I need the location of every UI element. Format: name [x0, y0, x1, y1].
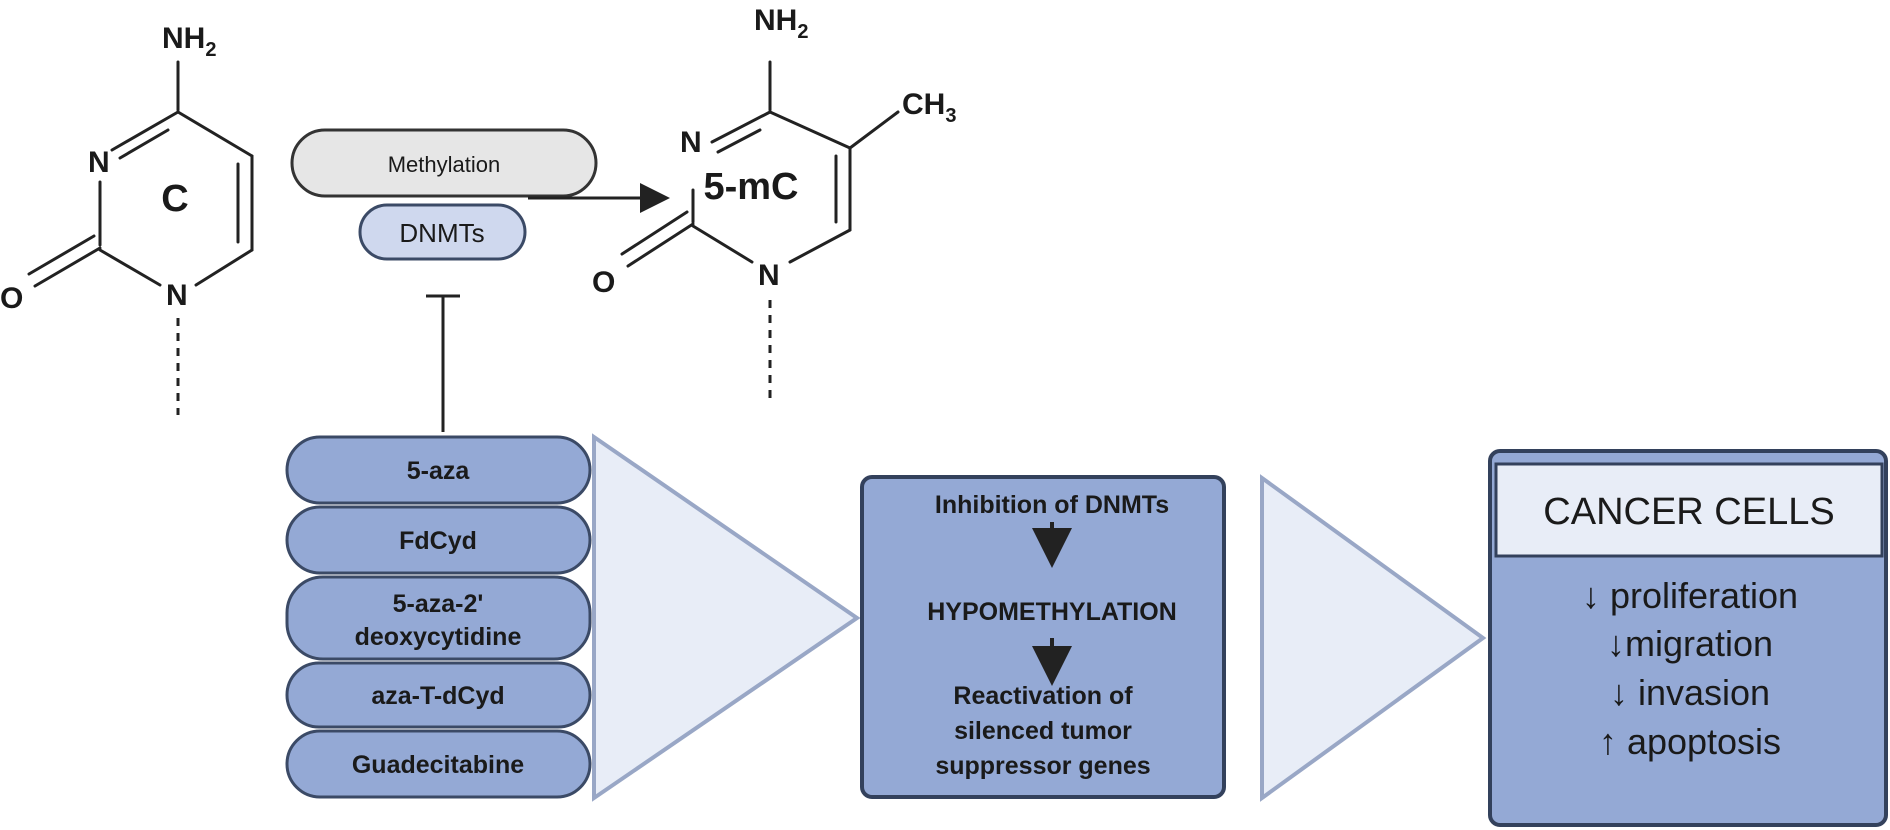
outcome-effect-invasion: ↓ invasion: [1610, 672, 1770, 713]
methylcytosine-n3-label: N: [680, 126, 702, 159]
cytosine-structure: NH2 N N O C: [0, 22, 254, 415]
mechanism-box: [860, 475, 1226, 799]
mechanism-panel: Inhibition of DNMTs HYPOMETHYLATION Reac…: [860, 475, 1226, 799]
methylcytosine-oxygen-label: O: [592, 266, 615, 299]
drug-label-5-aza-2: 5-aza-2': [393, 590, 484, 618]
flow-arrow-to-outcome: [1260, 474, 1487, 802]
outcome-panel: CANCER CELLS ↓ proliferation ↓migration …: [1488, 449, 1888, 827]
methylation-label: Methylation: [388, 152, 501, 177]
cytosine-label: C: [161, 178, 188, 220]
cytosine-amino-label: NH2: [162, 22, 216, 61]
methylcytosine-methyl-label: CH3: [902, 88, 956, 127]
outcome-title: CANCER CELLS: [1543, 491, 1834, 533]
mechanism-step-reactivation-line1: Reactivation of: [953, 682, 1133, 710]
drug-label-aza-t-dcyd: aza-T-dCyd: [371, 682, 504, 710]
drug-pill-5-aza: [285, 435, 592, 505]
drug-label-guadecitabine: Guadecitabine: [352, 751, 524, 779]
flow-arrow-to-mechanism: [592, 433, 861, 802]
mechanism-step-hypomethylation: HYPOMETHYLATION: [927, 598, 1177, 626]
methylcytosine-n1-label: N: [758, 259, 780, 292]
cytosine-n3-label: N: [88, 146, 110, 179]
drug-stack: 5-aza FdCyd 5-aza-2' deoxycytidine aza-T…: [285, 435, 592, 799]
methylcytosine-label: 5-mC: [703, 166, 798, 208]
cytosine-n1-label: N: [166, 279, 188, 312]
methylcytosine-amino-label: NH2: [754, 4, 808, 43]
methylation-reaction: Methylation DNMTs: [290, 128, 670, 432]
mechanism-step-reactivation-line2: silenced tumor: [954, 717, 1132, 745]
drug-label-5-aza: 5-aza: [407, 457, 471, 485]
methylation-pill: [290, 128, 598, 198]
outcome-effect-proliferation: ↓ proliferation: [1582, 575, 1798, 616]
methylcytosine-structure: NH2 CH3 N N O 5-mC: [592, 4, 956, 400]
drug-label-deoxycytidine: deoxycytidine: [355, 623, 522, 651]
mechanism-step-reactivation-line3: suppressor genes: [935, 752, 1150, 780]
cytosine-oxygen-label: O: [0, 282, 23, 315]
drug-pill-aza-t-dcyd: [285, 661, 592, 729]
mechanism-step-inhibition: Inhibition of DNMTs: [935, 491, 1169, 519]
outcome-effect-migration: ↓migration: [1607, 623, 1773, 664]
outcome-header: [1494, 462, 1884, 558]
dnmts-pill: [358, 203, 527, 261]
drug-pill-fdcyd: [285, 505, 592, 575]
dnmts-label: DNMTs: [399, 218, 484, 248]
drug-pill-guadecitabine: [285, 729, 592, 799]
outcome-effect-apoptosis: ↑ apoptosis: [1599, 721, 1781, 762]
drug-label-fdcyd: FdCyd: [399, 527, 477, 555]
drug-pill-5-aza-2-deoxycytidine: [285, 575, 592, 661]
